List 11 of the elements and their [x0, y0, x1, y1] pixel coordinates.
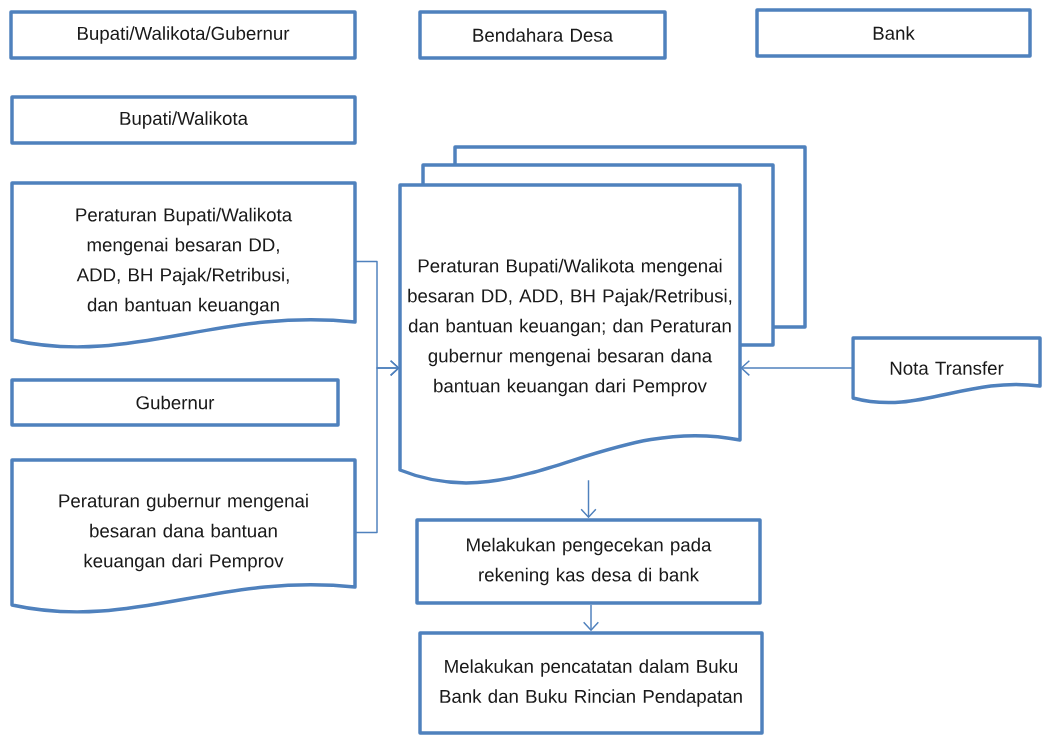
process-box: Bendahara Desa — [418, 10, 667, 60]
process-box: Bupati/Walikota/Gubernur — [9, 10, 357, 60]
arrow — [582, 604, 600, 632]
process-box: Bupati/Walikota — [10, 95, 357, 145]
process-box: Melakukan pengecekan pada rekening kas desa di bank — [415, 518, 762, 605]
arrow — [354, 359, 400, 534]
process-box: Bank — [755, 8, 1032, 58]
arrow — [740, 359, 854, 377]
process-box: Melakukan pencatatan dalam Buku Bank dan Buku Rincian Pendapatan — [418, 631, 764, 735]
arrow — [580, 479, 597, 519]
process-box: Gubernur — [10, 378, 340, 427]
